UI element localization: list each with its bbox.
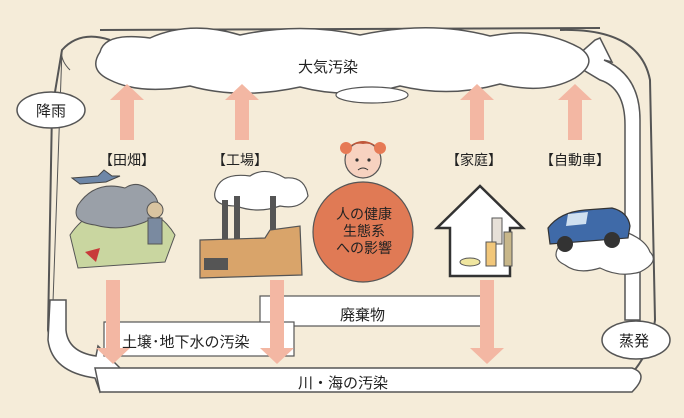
health-figure xyxy=(340,141,386,179)
soil-groundwater-label: 土壌･地下水の汚染 xyxy=(122,333,250,351)
air-pollution-label: 大気汚染 xyxy=(298,58,359,76)
factory-illustration xyxy=(199,170,309,279)
farm-up-arrow xyxy=(110,84,144,140)
car-label: 【自動車】 xyxy=(540,153,610,169)
emission-arrows xyxy=(110,84,592,140)
evaporation-label: 蒸発 xyxy=(619,332,650,350)
factory-label: 【工場】 xyxy=(212,153,268,169)
health-effect-line-3: への影響 xyxy=(336,241,392,257)
waste-box xyxy=(259,295,489,327)
evaporation-arrow xyxy=(568,37,641,321)
car-illustration xyxy=(547,207,654,275)
health-effect-label: 人の健康 生態系 への影響 xyxy=(321,207,407,258)
home-down-arrow xyxy=(470,280,504,364)
farm-label: 【田畑】 xyxy=(99,153,155,169)
home-up-arrow xyxy=(460,84,494,140)
soil-box xyxy=(103,321,295,357)
evaporation-bubble xyxy=(601,320,671,360)
factory-down-arrow xyxy=(260,280,294,364)
factory-up-arrow xyxy=(225,84,259,140)
health-effect-line-1: 人の健康 xyxy=(336,207,392,223)
home-label: 【家庭】 xyxy=(446,153,502,169)
river-sea-band xyxy=(94,367,642,393)
health-effect-line-2: 生態系 xyxy=(343,224,385,240)
farm-down-arrow xyxy=(96,280,130,364)
river-sea-label: 川・海の汚染 xyxy=(298,374,389,392)
rain-bubble xyxy=(16,91,86,129)
waste-label: 廃棄物 xyxy=(340,306,386,324)
farm-illustration xyxy=(69,169,176,269)
cloud-puff xyxy=(335,86,409,104)
rain-label: 降雨 xyxy=(36,102,67,120)
household-items xyxy=(459,217,513,267)
discharge-arrows xyxy=(96,280,504,364)
air-cloud xyxy=(95,27,590,94)
car-up-arrow xyxy=(558,84,592,140)
health-circle xyxy=(312,181,414,283)
